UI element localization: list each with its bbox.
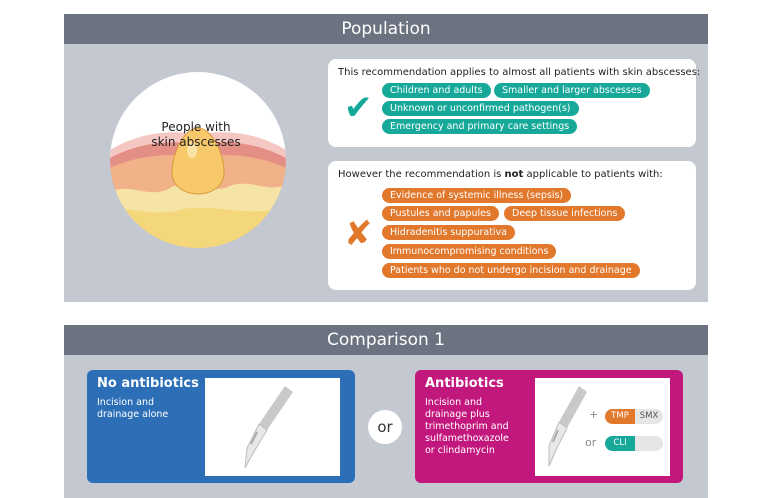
applies-item: Emergency and primary care settings [382,119,578,134]
antibiotics-title: Antibiotics [425,376,504,391]
not-applicable-box: However the recommendation is not applic… [328,161,696,290]
applies-item: Smaller and larger abscesses [494,83,650,98]
antibiotics-arm: Antibiotics Incision and drainage plus t… [415,370,683,483]
population-panel: Population People with skin abscesses Th… [64,14,708,302]
tmp-smx-pill: TMP SMX [605,409,663,424]
not-applicable-item: Pustules and papules [382,206,499,221]
applies-item: Children and adults [382,83,491,98]
not-applicable-item: Deep tissue infections [504,206,626,221]
tmp-label: TMP [605,409,635,424]
comparison-title: Comparison 1 [64,325,708,355]
smx-label: SMX [639,411,659,421]
applies-intro: This recommendation applies to almost al… [338,67,701,78]
not-applicable-item: Patients who do not undergo incision and… [382,263,640,278]
population-title: Population [64,14,708,44]
applies-item: Unknown or unconfirmed pathogen(s) [382,101,579,116]
not-applicable-item: Immunocompromising conditions [382,244,557,259]
comparison-panel: Comparison 1 No antibiotics Incision and… [64,325,708,498]
antibiotics-description: Incision and drainage plus trimethoprim … [425,397,509,456]
or-divider: or [368,410,402,444]
scalpel-icon [244,386,293,469]
skin-abscess-icon [110,72,286,248]
not-applicable-item: Evidence of systemic illness (sepsis) [382,188,572,203]
skin-abscess-illustration [110,72,286,248]
applies-box: This recommendation applies to almost al… [328,59,700,147]
cross-icon: ✘ [344,214,373,254]
scalpel-icon [548,386,587,467]
cli-pill: CLI [605,436,663,451]
plus-sign: + [589,408,599,421]
cli-label: CLI [605,436,635,451]
no-antibiotics-description: Incision and drainage alone [97,397,169,420]
antibiotics-image: + TMP SMX or CLI [535,378,670,476]
no-antibiotics-arm: No antibiotics Incision and drainage alo… [87,370,355,483]
circle-label: People with skin abscesses [151,120,241,149]
not-applicable-intro: However the recommendation is not applic… [338,169,663,180]
scalpel-image [205,378,340,476]
not-applicable-item: Hidradenitis suppurativa [382,225,515,240]
no-antibiotics-title: No antibiotics [97,376,199,391]
or-label: or [585,436,597,449]
checkmark-icon: ✔ [344,88,373,128]
